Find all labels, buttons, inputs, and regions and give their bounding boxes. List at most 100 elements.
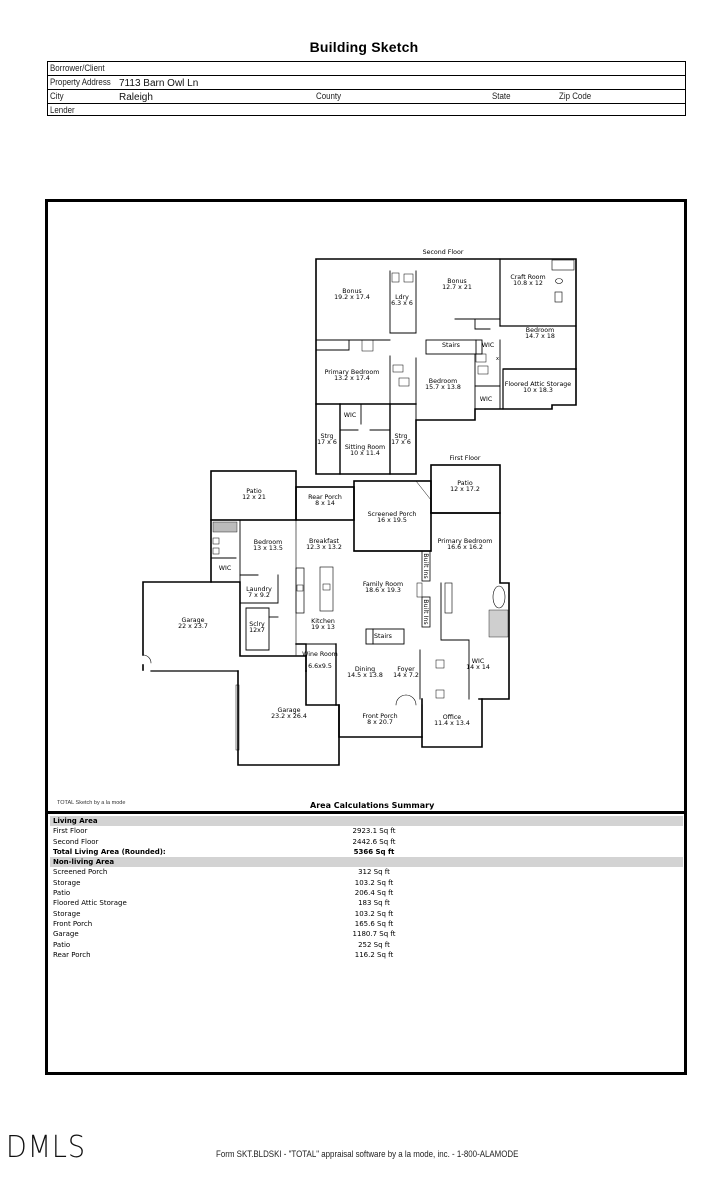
second-floor-labels: Bonus 19.2 x 17.4 Ldry 6.3 x 6 Bonus 12.… (317, 274, 571, 457)
svg-text:Kitchen: Kitchen (311, 618, 335, 625)
table-row: Floored Attic Storage 183 Sq ft (53, 899, 390, 908)
svg-text:11.4 x 13.4: 11.4 x 13.4 (434, 720, 470, 727)
svg-text:WIC: WIC (219, 565, 232, 572)
svg-text:First Floor: First Floor (450, 455, 481, 462)
svg-text:18.6 x 19.3: 18.6 x 19.3 (365, 587, 401, 594)
svg-text:Rear Porch: Rear Porch (308, 494, 342, 501)
table-row: Front Porch 165.6 Sq ft (53, 919, 394, 928)
living-area-header: Living Area (50, 816, 683, 827)
svg-text:Screened Porch: Screened Porch (368, 511, 417, 518)
svg-text:14 x 7.2: 14 x 7.2 (393, 672, 419, 679)
svg-text:Craft Room: Craft Room (510, 274, 545, 281)
svg-text:6.6x9.5: 6.6x9.5 (308, 663, 332, 670)
table-row: Patio 206.4 Sq ft (53, 889, 394, 898)
svg-text:Breakfast: Breakfast (309, 538, 340, 545)
table-row: Storage 103.2 Sq ft (53, 909, 394, 918)
svg-text:8 x 14: 8 x 14 (315, 500, 335, 507)
svg-text:WIC: WIC (480, 396, 493, 403)
svg-text:WIC: WIC (472, 658, 485, 665)
svg-text:Second Floor: Second Floor (423, 249, 464, 256)
svg-text:14.7 x 18: 14.7 x 18 (525, 333, 555, 340)
area-calculations-table: Living Area First Floor 2923.1 Sq ft Sec… (50, 816, 683, 960)
svg-text:Built Ins: Built Ins (422, 553, 429, 578)
svg-text:Bonus: Bonus (447, 278, 466, 285)
svg-text:12.7 x 21: 12.7 x 21 (442, 284, 472, 291)
svg-text:14.5 x 13.8: 14.5 x 13.8 (347, 672, 383, 679)
svg-text:16 x 19.5: 16 x 19.5 (377, 517, 407, 524)
svg-text:Garage: Garage (181, 617, 204, 624)
table-row: First Floor 2923.1 Sq ft (53, 827, 396, 836)
borrower-label: Borrower/Client (50, 63, 105, 73)
svg-text:13 x 13.5: 13 x 13.5 (253, 545, 283, 552)
dmls-logo: DMLS (6, 1130, 86, 1165)
svg-text:13.2 x 17.4: 13.2 x 17.4 (334, 375, 370, 382)
svg-text:15.7 x 13.8: 15.7 x 13.8 (425, 384, 461, 391)
county-label: County (316, 91, 342, 101)
svg-text:Strg: Strg (395, 433, 408, 440)
svg-text:16.6 x 16.2: 16.6 x 16.2 (447, 544, 483, 551)
svg-text:Bedroom: Bedroom (254, 539, 282, 546)
svg-text:Primary Bedroom: Primary Bedroom (438, 538, 493, 545)
svg-text:WIC: WIC (482, 342, 495, 349)
svg-text:19 x 13: 19 x 13 (311, 624, 335, 631)
svg-text:Laundry: Laundry (246, 586, 272, 593)
borrower-row: Borrower/Client (48, 62, 685, 76)
svg-text:10 x 18.3: 10 x 18.3 (523, 387, 553, 394)
svg-text:Bedroom: Bedroom (429, 378, 457, 385)
svg-text:Family Room: Family Room (363, 581, 403, 588)
svg-text:Patio: Patio (246, 488, 262, 495)
table-row: Storage 103.2 Sq ft (53, 878, 394, 887)
svg-text:Ldry: Ldry (395, 294, 409, 301)
svg-text:Patio: Patio (457, 480, 473, 487)
svg-text:Wine Room: Wine Room (302, 651, 338, 658)
svg-text:Strg: Strg (321, 433, 334, 440)
svg-text:Sitting Room: Sitting Room (345, 444, 385, 451)
svg-text:14 x 14: 14 x 14 (466, 664, 490, 671)
city-label: City (50, 91, 64, 101)
table-row: Patio 252 Sq ft (53, 940, 390, 949)
table-row: Screened Porch 312 Sq ft (53, 868, 390, 877)
svg-text:12x7: 12x7 (249, 627, 265, 634)
svg-text:Garage: Garage (277, 707, 300, 714)
svg-text:Bonus: Bonus (342, 288, 361, 295)
zip-label: Zip Code (559, 91, 592, 101)
svg-text:Front Porch: Front Porch (362, 713, 397, 720)
svg-text:17 x 6: 17 x 6 (317, 439, 337, 446)
svg-text:17 x 6: 17 x 6 (391, 439, 411, 446)
property-header-table: Borrower/Client Property Address 7113 Ba… (47, 61, 686, 116)
sketch-divider (45, 811, 687, 814)
total-living-area-row: Total Living Area (Rounded): 5366 Sq ft (53, 847, 395, 856)
lender-row: Lender (48, 104, 685, 118)
table-row: Rear Porch 116.2 Sq ft (53, 950, 394, 959)
svg-text:12 x 17.2: 12 x 17.2 (450, 486, 480, 493)
svg-text:10.8 x 12: 10.8 x 12 (513, 280, 543, 287)
svg-text:Stairs: Stairs (442, 342, 460, 349)
form-footer: Form SKT.BLDSKI - "TOTAL" appraisal soft… (0, 1149, 728, 1159)
svg-text:19.2 x 17.4: 19.2 x 17.4 (334, 294, 370, 301)
svg-text:Dining: Dining (355, 666, 375, 673)
area-summary-title: Area Calculations Summary (310, 801, 435, 810)
table-row: Garage 1180.7 Sq ft (53, 930, 396, 939)
table-row: Second Floor 2442.6 Sq ft (53, 837, 396, 846)
svg-text:Sclry: Sclry (249, 621, 265, 628)
first-floor-labels: Patio 12 x 21 Rear Porch 8 x 14 Screened… (178, 480, 492, 727)
city-value: Raleigh (119, 92, 153, 103)
floor-plan-sketch: x (142, 249, 577, 766)
svg-text:Bedroom: Bedroom (526, 327, 554, 334)
city-row: City Raleigh County State Zip Code (48, 90, 685, 104)
document-title: Building Sketch (309, 39, 419, 55)
form-footer-text: Form SKT.BLDSKI - "TOTAL" appraisal soft… (216, 1149, 519, 1159)
svg-text:WIC: WIC (344, 412, 357, 419)
svg-text:12 x 21: 12 x 21 (242, 494, 266, 501)
sketch-credit: TOTAL Sketch by a la mode (57, 800, 126, 806)
non-living-area-header: Non-living Area (50, 857, 683, 868)
svg-text:12.3 x 13.2: 12.3 x 13.2 (306, 544, 342, 551)
svg-text:7 x 9.2: 7 x 9.2 (248, 592, 270, 599)
svg-text:23.2 x 26.4: 23.2 x 26.4 (271, 713, 307, 720)
svg-text:Office: Office (443, 714, 462, 721)
sketch-frame (45, 199, 687, 1075)
svg-text:Primary Bedroom: Primary Bedroom (325, 369, 380, 376)
svg-text:6.3 x 6: 6.3 x 6 (391, 300, 413, 307)
svg-text:22 x 23.7: 22 x 23.7 (178, 623, 208, 630)
address-value: 7113 Barn Owl Ln (119, 78, 199, 89)
